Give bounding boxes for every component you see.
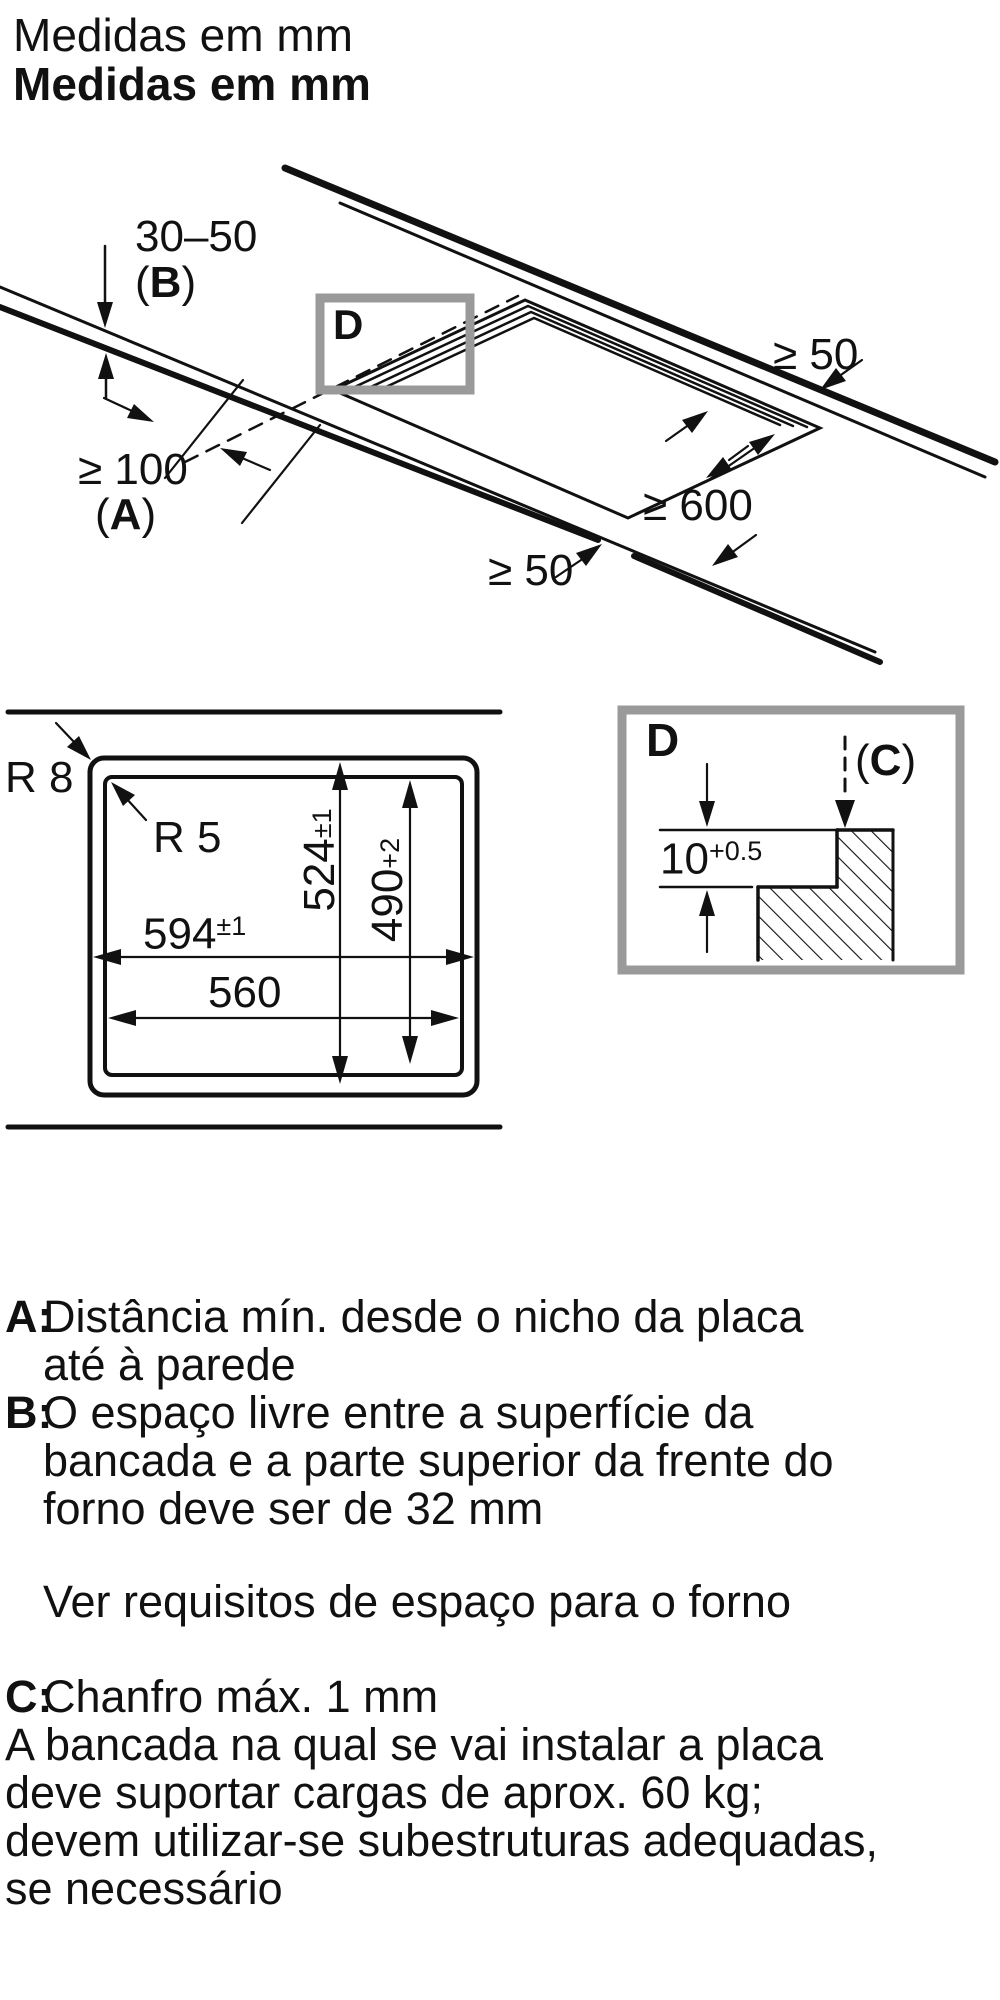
appliance-outline [87, 755, 480, 1098]
back-clearance-label: ≥ 50 [773, 330, 859, 379]
outer-depth-dimension [332, 762, 348, 1084]
detail-marker-label: D [333, 301, 364, 348]
recess-extension-lines [658, 828, 842, 889]
note-oven: Ver requisitos de espaço para o forno [43, 1576, 791, 1627]
section-profile [756, 828, 895, 962]
recess-depth-value: 10 [660, 834, 709, 884]
note-load-line4: se necessário [5, 1863, 283, 1914]
detail-d-title: D [646, 714, 680, 766]
inner-width-dimension [108, 1010, 459, 1026]
inner-depth-value: 490 [363, 868, 412, 943]
thickness-ref-label: (B) [135, 258, 197, 307]
thickness-dimension-arrows [97, 244, 114, 400]
ref-letter-c: C [869, 736, 902, 785]
side-clearance-label: ≥ 600 [643, 481, 753, 530]
outer-width-label: 594±1 [143, 910, 246, 958]
chamfer-arrow [835, 735, 855, 828]
front-clearance-dimension [554, 533, 758, 579]
inner-radius-label: R 5 [153, 813, 222, 862]
note-b-key: B: [5, 1387, 53, 1438]
inner-radius-leader [111, 782, 148, 822]
note-load-line2: deve suportar cargas de aprox. 60 kg; [5, 1767, 763, 1818]
side-clearance-dimension [706, 434, 775, 481]
detail-d-frame [617, 705, 965, 975]
cutout-outline [103, 775, 464, 1077]
detail-d-view [617, 705, 965, 975]
back-clearance-dimension [664, 358, 864, 443]
countertop-front-top-edge [0, 285, 877, 654]
perspective-view [0, 164, 999, 665]
wall-distance-label: ≥ 100 [78, 445, 188, 494]
outer-depth-tolerance: ±1 [306, 808, 337, 839]
wall-distance-dimension [102, 378, 322, 525]
inner-depth-dimension [402, 780, 418, 1064]
paren: ( [135, 258, 150, 307]
chamfer-ref-label: (C) [855, 736, 917, 785]
note-c-key: C: [5, 1671, 53, 1722]
plan-view [5, 709, 503, 1130]
countertop-front-bottom-edge-right [631, 553, 883, 665]
inner-depth-label: 490+2 [363, 805, 412, 975]
note-load-line3: devem utilizar-se subestruturas adequada… [5, 1815, 878, 1866]
outer-width-dimension [93, 949, 474, 965]
ref-letter-a: A [109, 490, 142, 539]
note-b-line3: forno deve ser de 32 mm [43, 1483, 544, 1534]
note-b-line2: bancada e a parte superior da frente do [43, 1435, 834, 1486]
recess-depth-tolerance: +0.5 [708, 836, 763, 866]
outer-radius-label: R 8 [5, 753, 74, 802]
wall-distance-ref-label: (A) [95, 490, 157, 539]
note-a-key: A: [5, 1291, 53, 1342]
countertop-back-edge [338, 201, 987, 479]
inner-width-label: 560 [208, 968, 282, 1017]
ref-letter-b: B [149, 258, 182, 307]
page-title-bold: Medidas em mm [13, 58, 371, 110]
recess-depth-label: 10+0.5 [660, 835, 762, 883]
cutout-opening [329, 298, 824, 520]
outer-width-value: 594 [143, 909, 217, 959]
front-clearance-label: ≥ 50 [488, 546, 574, 595]
countertop-front-bottom-edge-left [0, 304, 601, 543]
note-a-line1: Distância mín. desde o nicho da placa [43, 1291, 804, 1342]
paren: ) [141, 490, 157, 539]
outer-width-tolerance: ±1 [216, 911, 247, 941]
inner-depth-tolerance: +2 [374, 837, 405, 869]
wall-back-edge [281, 164, 999, 466]
note-load-line1: A bancada na qual se vai instalar a plac… [5, 1719, 824, 1770]
outer-radius-leader [54, 721, 91, 760]
note-a-line2: até à parede [43, 1339, 296, 1390]
outer-depth-label: 524±1 [295, 775, 344, 945]
section-dashed-line [183, 294, 520, 464]
page-title: Medidas em mm [13, 9, 353, 61]
paren: ( [95, 490, 110, 539]
paren: ) [901, 736, 917, 785]
section-hatch [758, 830, 893, 960]
detail-callout-box [315, 293, 475, 395]
note-b-line1: O espaço livre entre a superfície da [43, 1387, 754, 1438]
note-c-line1: Chanfro máx. 1 mm [43, 1671, 439, 1722]
outer-depth-value: 524 [295, 838, 344, 912]
thickness-label: 30–50 [135, 212, 258, 261]
paren: ( [855, 736, 870, 785]
recess-depth-arrows [699, 762, 715, 954]
paren: ) [181, 258, 197, 307]
